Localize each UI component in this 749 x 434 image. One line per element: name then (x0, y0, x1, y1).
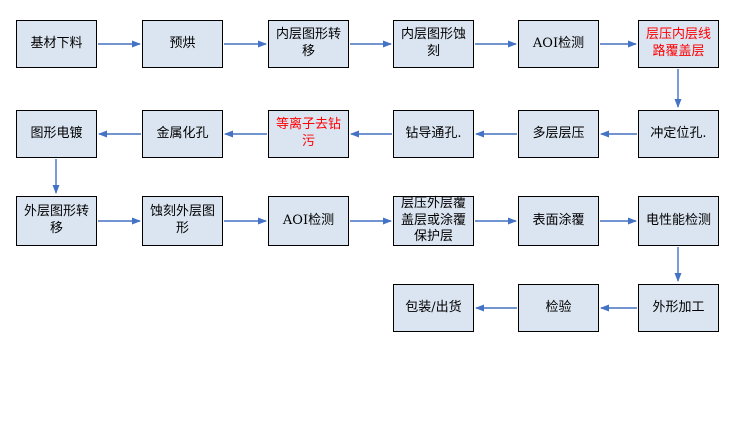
step-final-inspection: 检验 (518, 284, 599, 332)
step-laminate-outer-coverlay: 层压外层覆盖层或涂覆保护层 (393, 196, 474, 246)
step-outer-pattern-transfer: 外层图形转移 (16, 196, 97, 246)
step-drill-via-holes: 钻导通孔. (393, 110, 474, 158)
step-pre-baking: 预烘 (142, 20, 223, 68)
step-profile-machining: 外形加工 (638, 284, 719, 332)
step-laminate-inner-coverlay: 层压内层线路覆盖层 (638, 20, 719, 68)
step-plasma-desmear: 等离子去钻污 (268, 110, 349, 158)
step-electrical-test: 电性能检测 (638, 196, 719, 246)
step-etch-outer-pattern: 蚀刻外层图形 (142, 196, 223, 246)
step-packing-shipping: 包装/出货 (393, 284, 474, 332)
step-inner-pattern-transfer: 内层图形转移 (268, 20, 349, 68)
step-pattern-plating: 图形电镀 (16, 110, 97, 158)
step-inner-pattern-etching: 内层图形蚀刻 (393, 20, 474, 68)
step-aoi-inspection-2: AOI检测 (268, 196, 349, 246)
step-hole-metallization: 金属化孔 (142, 110, 223, 158)
step-aoi-inspection-1: AOI检测 (518, 20, 599, 68)
step-multilayer-lamination: 多层层压 (518, 110, 599, 158)
step-surface-coating: 表面涂覆 (518, 196, 599, 246)
step-punch-locating-holes: 冲定位孔. (638, 110, 719, 158)
step-base-material-cutting: 基材下料 (16, 20, 97, 68)
